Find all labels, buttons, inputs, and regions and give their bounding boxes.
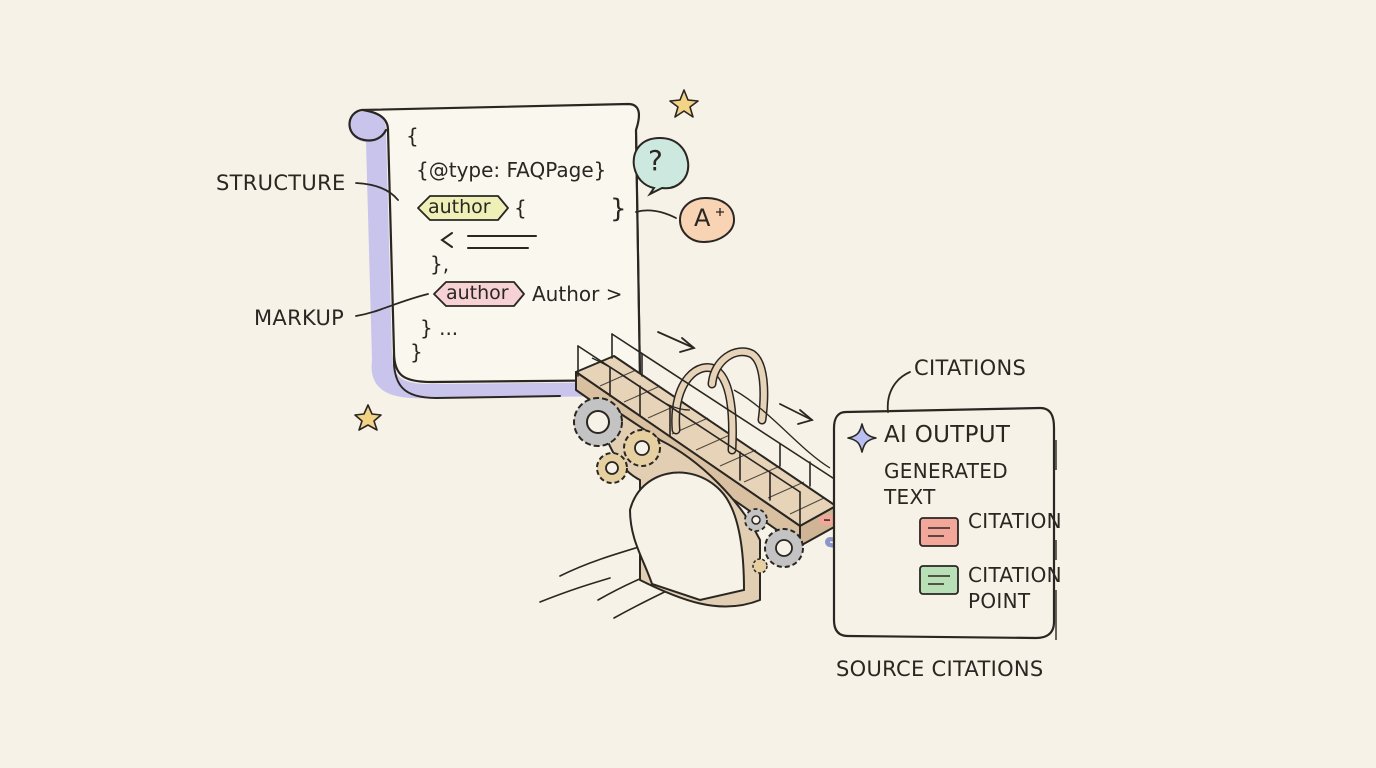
author-tag-1: author [428, 196, 491, 218]
question-badge [632, 136, 690, 197]
ai-output-title: AI OUTPUT [884, 422, 1011, 448]
code-line-close-inner: }, [430, 252, 450, 276]
code-line-ellipsis: } ... [420, 316, 459, 340]
scroll-bottom-curl [392, 351, 561, 400]
answer-icon: A [694, 204, 711, 232]
sparkle-icon [847, 423, 877, 453]
gear-icon [573, 397, 623, 447]
source-citations-label: SOURCE CITATIONS [836, 657, 1044, 681]
code-line-open: { [406, 124, 419, 148]
markup-leader-line [355, 293, 429, 317]
structure-label: STRUCTURE [216, 171, 346, 195]
code-author-value: Author > [532, 282, 623, 306]
code-line-close: } [410, 340, 423, 364]
code-side-brace: } [610, 194, 627, 224]
author-tag-2: author [446, 282, 509, 304]
scroll-document [348, 102, 642, 400]
gear-icon [752, 558, 768, 574]
scroll-paper [360, 102, 642, 384]
citations-label: CITATIONS [914, 356, 1027, 380]
gear-icon [764, 528, 804, 568]
structure-leader-line [355, 182, 399, 201]
citation-document-icon [919, 517, 959, 547]
citation-document-icon [919, 565, 959, 595]
generated-text-line1: GENERATED [884, 459, 1008, 483]
answer-leader-line [635, 209, 677, 219]
author-tag-1-shape [417, 195, 509, 221]
citation-2-label-line1: CITATION [968, 563, 1062, 587]
arrow-icon [779, 403, 814, 425]
citations-leader-line [886, 371, 911, 413]
citation-1-label: CITATION [968, 509, 1062, 533]
arrow-icon [657, 331, 696, 353]
question-icon: ? [648, 144, 664, 177]
gear-icon [596, 452, 628, 484]
gear-icon [623, 429, 661, 467]
generated-text-line2: TEXT [884, 485, 936, 509]
code-line-type: {@type: FAQPage} [416, 158, 607, 182]
star-icon [354, 404, 382, 431]
code-tag-1-brace: { [514, 196, 527, 220]
author-tag-2-shape [433, 281, 525, 307]
code-placeholder-lines [440, 232, 537, 249]
scroll-top-curl [348, 108, 388, 142]
star-icon [669, 89, 699, 118]
scroll-curl-shadow [348, 111, 640, 399]
citation-2-label-line2: POINT [968, 589, 1031, 613]
markup-label: MARKUP [254, 306, 345, 330]
answer-badge [678, 196, 736, 244]
gear-icon [744, 508, 768, 532]
